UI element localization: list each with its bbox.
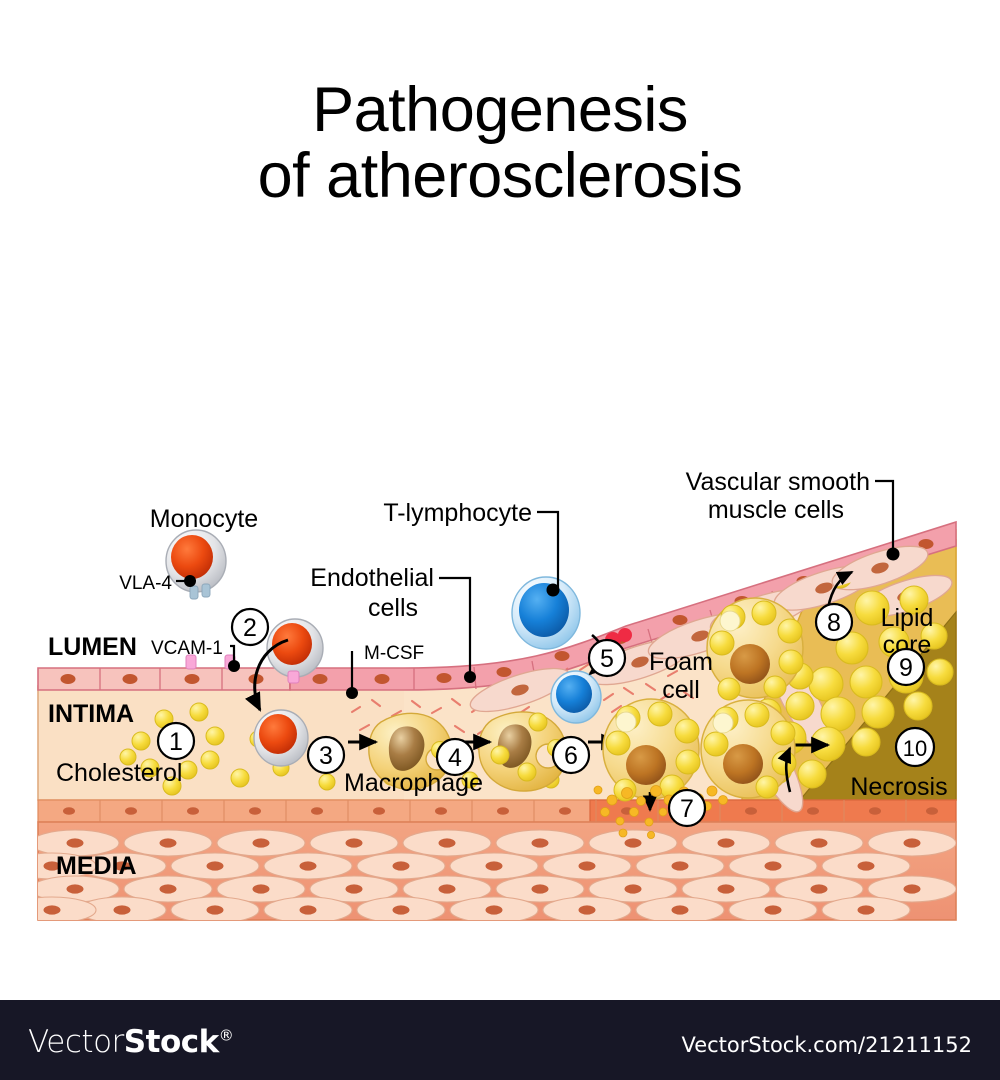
endothelial-dot — [464, 671, 476, 683]
label-t-lymphocyte: T-lymphocyte — [383, 499, 532, 527]
step-marker-4: 4 — [435, 737, 475, 777]
monocyte-free — [165, 529, 227, 600]
macrophage-stage-2 — [478, 711, 568, 792]
vla4-vcam1-bond — [287, 670, 300, 684]
label-monocyte: Monocyte — [150, 505, 258, 533]
monocyte-migration-arrow — [244, 638, 289, 712]
label-vsmc-line2: muscle cells — [708, 496, 844, 524]
vsmc-dot — [886, 547, 900, 561]
step-marker-5: 5 — [587, 638, 627, 678]
step-marker-circle — [551, 735, 591, 775]
vla4-receptor — [201, 583, 211, 598]
vla4-receptor — [189, 585, 199, 600]
step-marker-3: 3 — [306, 735, 346, 775]
step-marker-9: 9 — [886, 647, 926, 687]
monocyte-transmigrated — [253, 709, 309, 767]
step-marker-circle — [814, 602, 854, 642]
vectorstock-logo: VectorStock® — [28, 1024, 234, 1060]
title-line-2: of atherosclerosis — [257, 140, 743, 211]
label-mcsf: M-CSF — [364, 643, 424, 664]
step-marker-circle — [230, 607, 270, 647]
media-layer — [37, 821, 957, 921]
step-marker-number: 1 — [169, 728, 183, 756]
callout-dots — [184, 547, 900, 699]
label-endothelial-cells-line1: Endothelial — [310, 564, 434, 592]
label-lumen: LUMEN — [48, 633, 137, 661]
diagram-canvas: Pathogenesis of atherosclerosis — [0, 75, 1000, 921]
step-marker-circle — [156, 721, 196, 761]
selectin-receptor — [618, 628, 632, 642]
tlymphocyte-dot — [546, 583, 560, 597]
step-marker-1: 1 — [156, 721, 196, 761]
step-marker-circle — [306, 735, 346, 775]
foam-cell-2 — [700, 699, 797, 799]
registered-mark: ® — [218, 1026, 234, 1045]
step-marker-8: 8 — [814, 602, 854, 642]
step-marker-number: 6 — [564, 742, 578, 770]
vcam1-dot — [228, 660, 240, 672]
logo-text-stock: Stock — [123, 1024, 219, 1060]
step-marker-7: 7 — [667, 788, 707, 828]
label-intima: INTIMA — [48, 700, 134, 728]
media-smooth-muscle-cells — [38, 829, 956, 920]
label-endothelial-cells-line2: cells — [368, 594, 418, 622]
step-marker-number: 7 — [680, 795, 694, 823]
step-marker-number: 8 — [827, 609, 841, 637]
callout-leaders — [176, 479, 895, 691]
step-marker-6: 6 — [551, 735, 591, 775]
step-marker-number: 9 — [899, 654, 913, 682]
step-marker-number: 10 — [903, 736, 927, 761]
title-line-1: Pathogenesis — [312, 75, 688, 145]
internal-elastic-lamina — [37, 799, 957, 823]
step-marker-number: 3 — [319, 742, 333, 770]
page-title: Pathogenesis of atherosclerosis — [0, 75, 1000, 211]
step-markers: 1 2 3 4 5 6 7 8 9 10 — [156, 602, 936, 828]
smc-migration-arrow-core — [777, 746, 792, 793]
label-vcam1: VCAM-1 — [151, 638, 223, 659]
step-marker-circle — [587, 638, 627, 678]
step-marker-number: 4 — [448, 744, 462, 772]
foam-cell-3 — [706, 597, 804, 701]
label-vsmc-line1: Vascular smooth — [686, 468, 870, 496]
label-foam-cell-line2: cell — [662, 676, 700, 704]
step-marker-circle — [435, 737, 475, 777]
monocyte-adhering — [266, 618, 324, 684]
smc-migration-arrow-up — [826, 570, 854, 609]
step-marker-2: 2 — [230, 607, 270, 647]
label-necrosis: Necrosis — [850, 773, 947, 801]
watermark-url: VectorStock.com/21211152 — [681, 1033, 972, 1057]
label-media: MEDIA — [56, 852, 137, 880]
step-marker-circle — [894, 726, 936, 768]
endothelium-activated — [289, 520, 957, 691]
watermark-bar: VectorStock® VectorStock.com/21211152 — [0, 1000, 1000, 1080]
step-marker-number: 2 — [243, 614, 257, 642]
step-marker-circle — [886, 647, 926, 687]
vla4-dot — [184, 575, 196, 587]
mcsf-dot — [346, 687, 358, 699]
label-foam-cell-line1: Foam — [649, 648, 713, 676]
media-nuclei — [43, 838, 921, 915]
label-cholesterol: Cholesterol — [56, 759, 182, 787]
step-marker-circle — [667, 788, 707, 828]
t-lymphocyte-lumen — [511, 576, 581, 650]
step-marker-10: 10 — [894, 726, 936, 768]
atherosclerosis-illustration: Monocyte VLA-4 LUMEN VCAM-1 M-CSF Endoth… — [37, 468, 957, 921]
label-vla4: VLA-4 — [119, 573, 172, 594]
t-lymphocyte-intima — [550, 670, 602, 724]
label-lipid-core-line1: Lipid — [881, 604, 934, 632]
step-marker-number: 5 — [600, 645, 614, 673]
logo-text-vector: Vector — [28, 1024, 124, 1060]
